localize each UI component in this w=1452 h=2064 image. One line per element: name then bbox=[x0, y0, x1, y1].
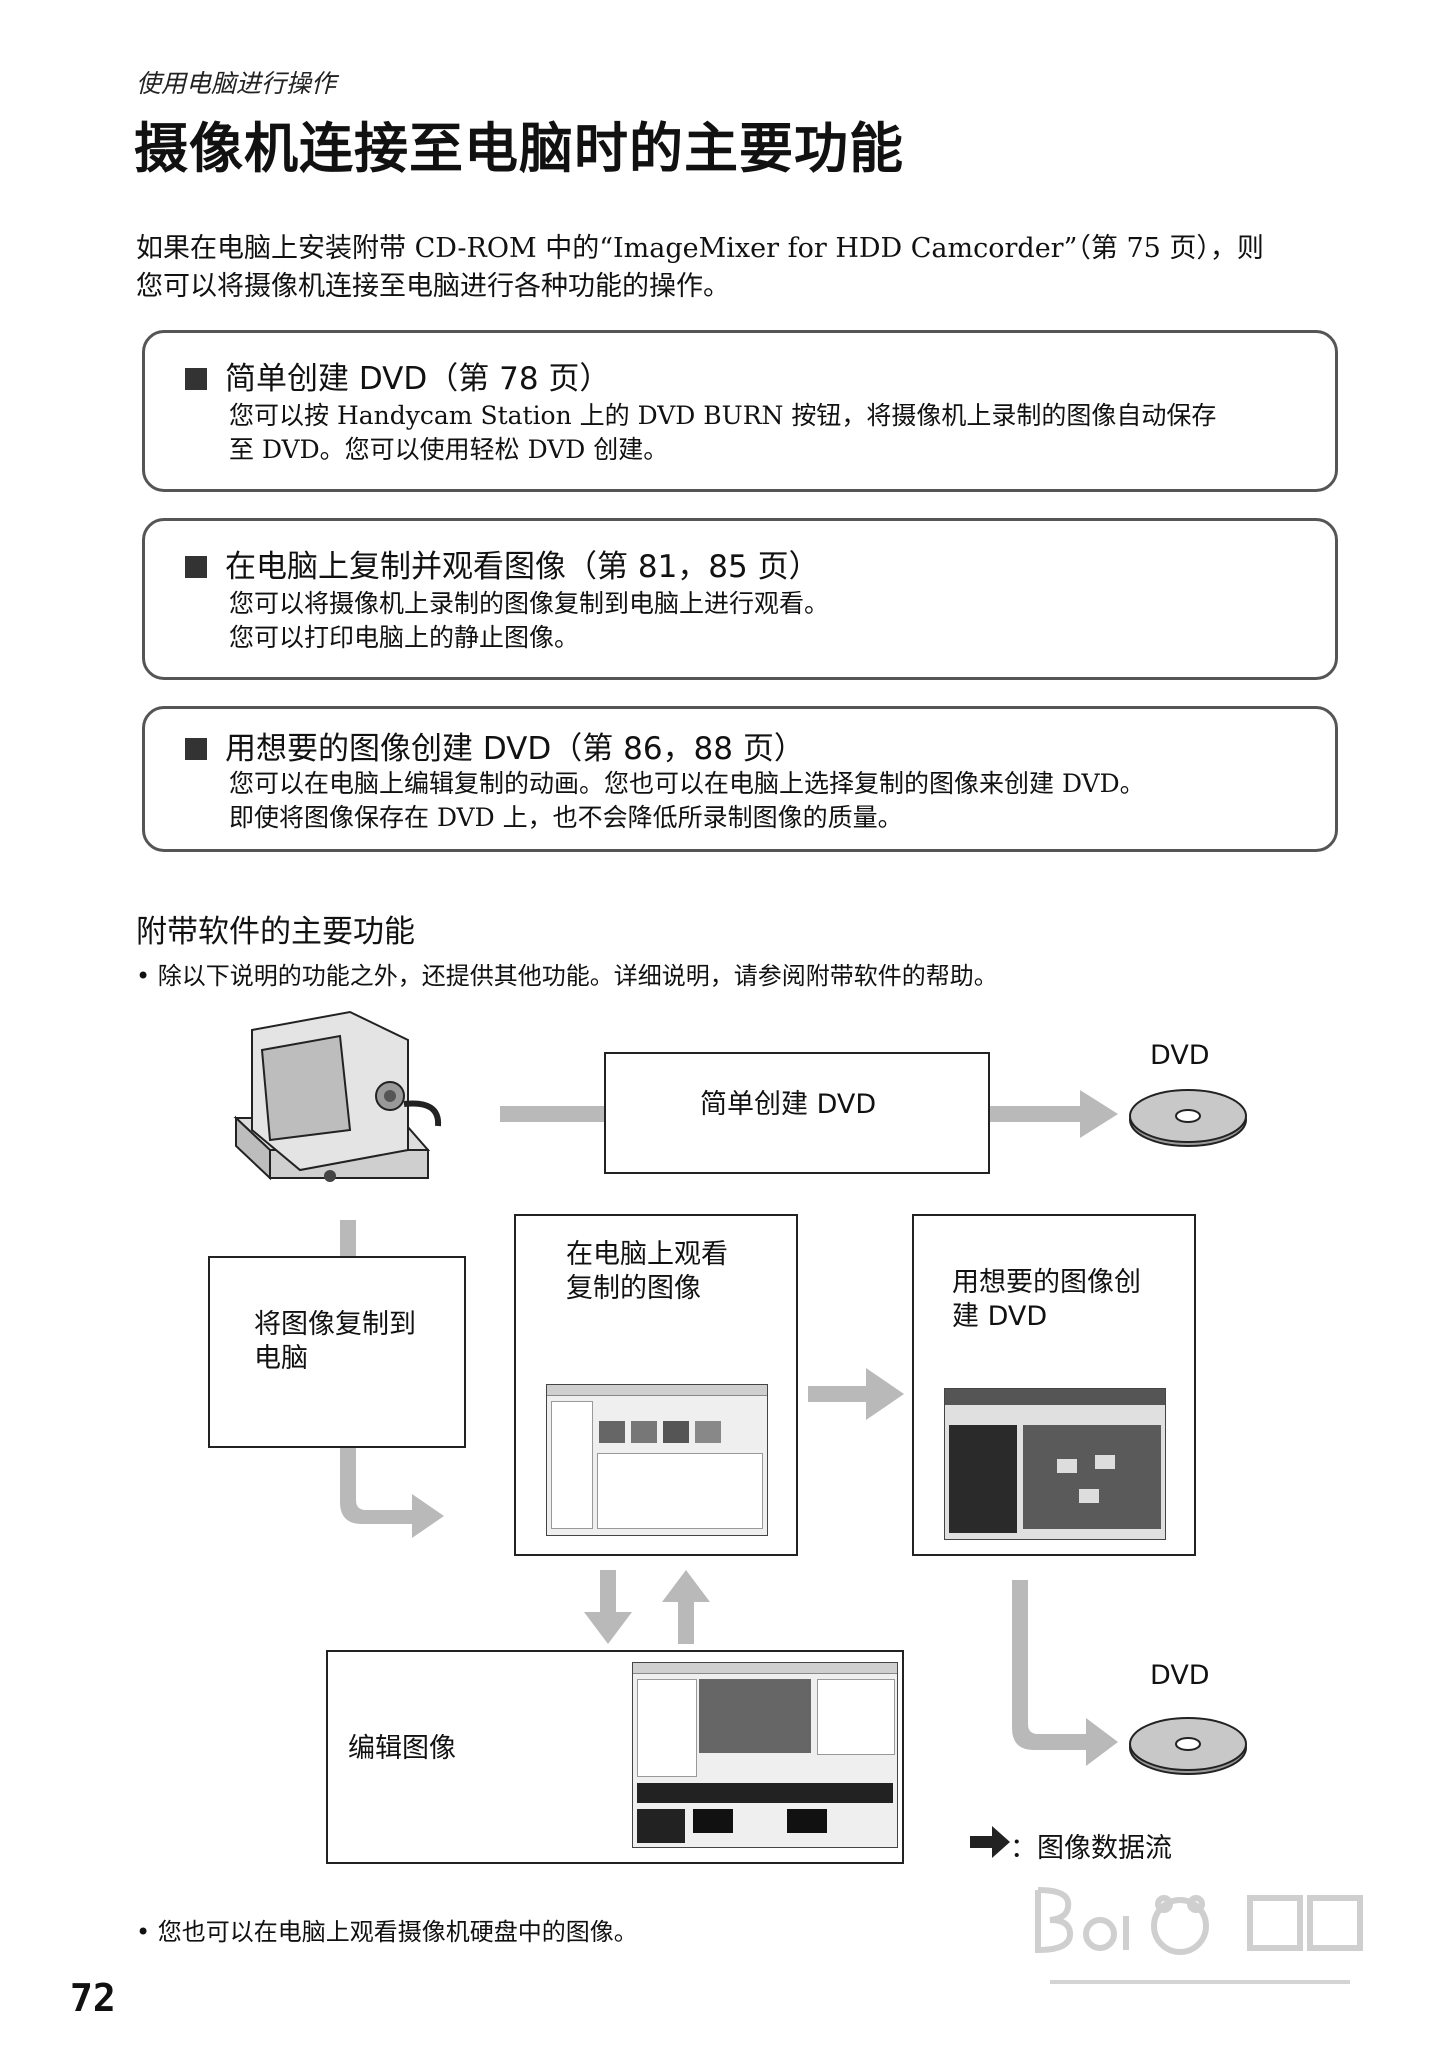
edit-label: 编辑图像 bbox=[348, 1732, 456, 1766]
edit-images-box: 编辑图像 bbox=[326, 1650, 904, 1864]
dvd-disc-icon bbox=[1130, 1718, 1246, 1774]
dvd-disc-icon bbox=[1130, 1090, 1246, 1146]
image-browser-screenshot bbox=[546, 1384, 768, 1536]
dvd-label-top: DVD bbox=[1150, 1040, 1210, 1071]
arrow-camera-to-copy bbox=[340, 1220, 356, 1260]
view-label-line-2: 复制的图像 bbox=[566, 1273, 701, 1304]
arrow-view-to-edit bbox=[584, 1570, 632, 1644]
arrow-camera-to-easy-dvd bbox=[500, 1106, 604, 1122]
copy-label-line-2: 电脑 bbox=[254, 1343, 308, 1374]
baidu-jingyan-watermark-logo bbox=[1030, 1870, 1390, 2020]
copy-label-line-1: 将图像复制到 bbox=[254, 1309, 416, 1340]
arrow-easy-dvd-to-disc bbox=[990, 1090, 1118, 1138]
arrow-copy-to-view bbox=[340, 1448, 444, 1538]
create-label-line-1: 用想要的图像创 bbox=[952, 1267, 1141, 1298]
view-images-box: 在电脑上观看 复制的图像 bbox=[514, 1214, 798, 1556]
arrow-create-to-disc bbox=[1012, 1580, 1118, 1766]
create-dvd-box: 用想要的图像创 建 DVD bbox=[912, 1214, 1196, 1556]
view-label: 在电脑上观看 复制的图像 bbox=[566, 1238, 728, 1306]
create-label-line-2: 建 DVD bbox=[952, 1301, 1047, 1332]
copy-label: 将图像复制到 电脑 bbox=[254, 1308, 416, 1376]
page-number: 72 bbox=[70, 1976, 116, 2020]
dvd-authoring-screenshot bbox=[944, 1388, 1166, 1540]
arrow-edit-to-view bbox=[662, 1570, 710, 1644]
create-label: 用想要的图像创 建 DVD bbox=[952, 1266, 1141, 1334]
legend-label: ：图像数据流 bbox=[1010, 1826, 1172, 1865]
dvd-label-bottom: DVD bbox=[1150, 1660, 1210, 1691]
view-label-line-1: 在电脑上观看 bbox=[566, 1239, 728, 1270]
easy-dvd-box: 简单创建 DVD bbox=[604, 1052, 990, 1174]
arrow-view-to-create bbox=[808, 1368, 904, 1420]
camcorder-icon bbox=[236, 1012, 438, 1182]
copy-to-pc-box: 将图像复制到 电脑 bbox=[208, 1256, 466, 1448]
easy-dvd-label: 简单创建 DVD bbox=[700, 1088, 876, 1122]
footer-note: • 您也可以在电脑上观看摄像机硬盘中的图像。 bbox=[136, 1912, 638, 1947]
video-editor-screenshot bbox=[632, 1662, 898, 1848]
legend-arrow-icon bbox=[970, 1826, 1010, 1858]
